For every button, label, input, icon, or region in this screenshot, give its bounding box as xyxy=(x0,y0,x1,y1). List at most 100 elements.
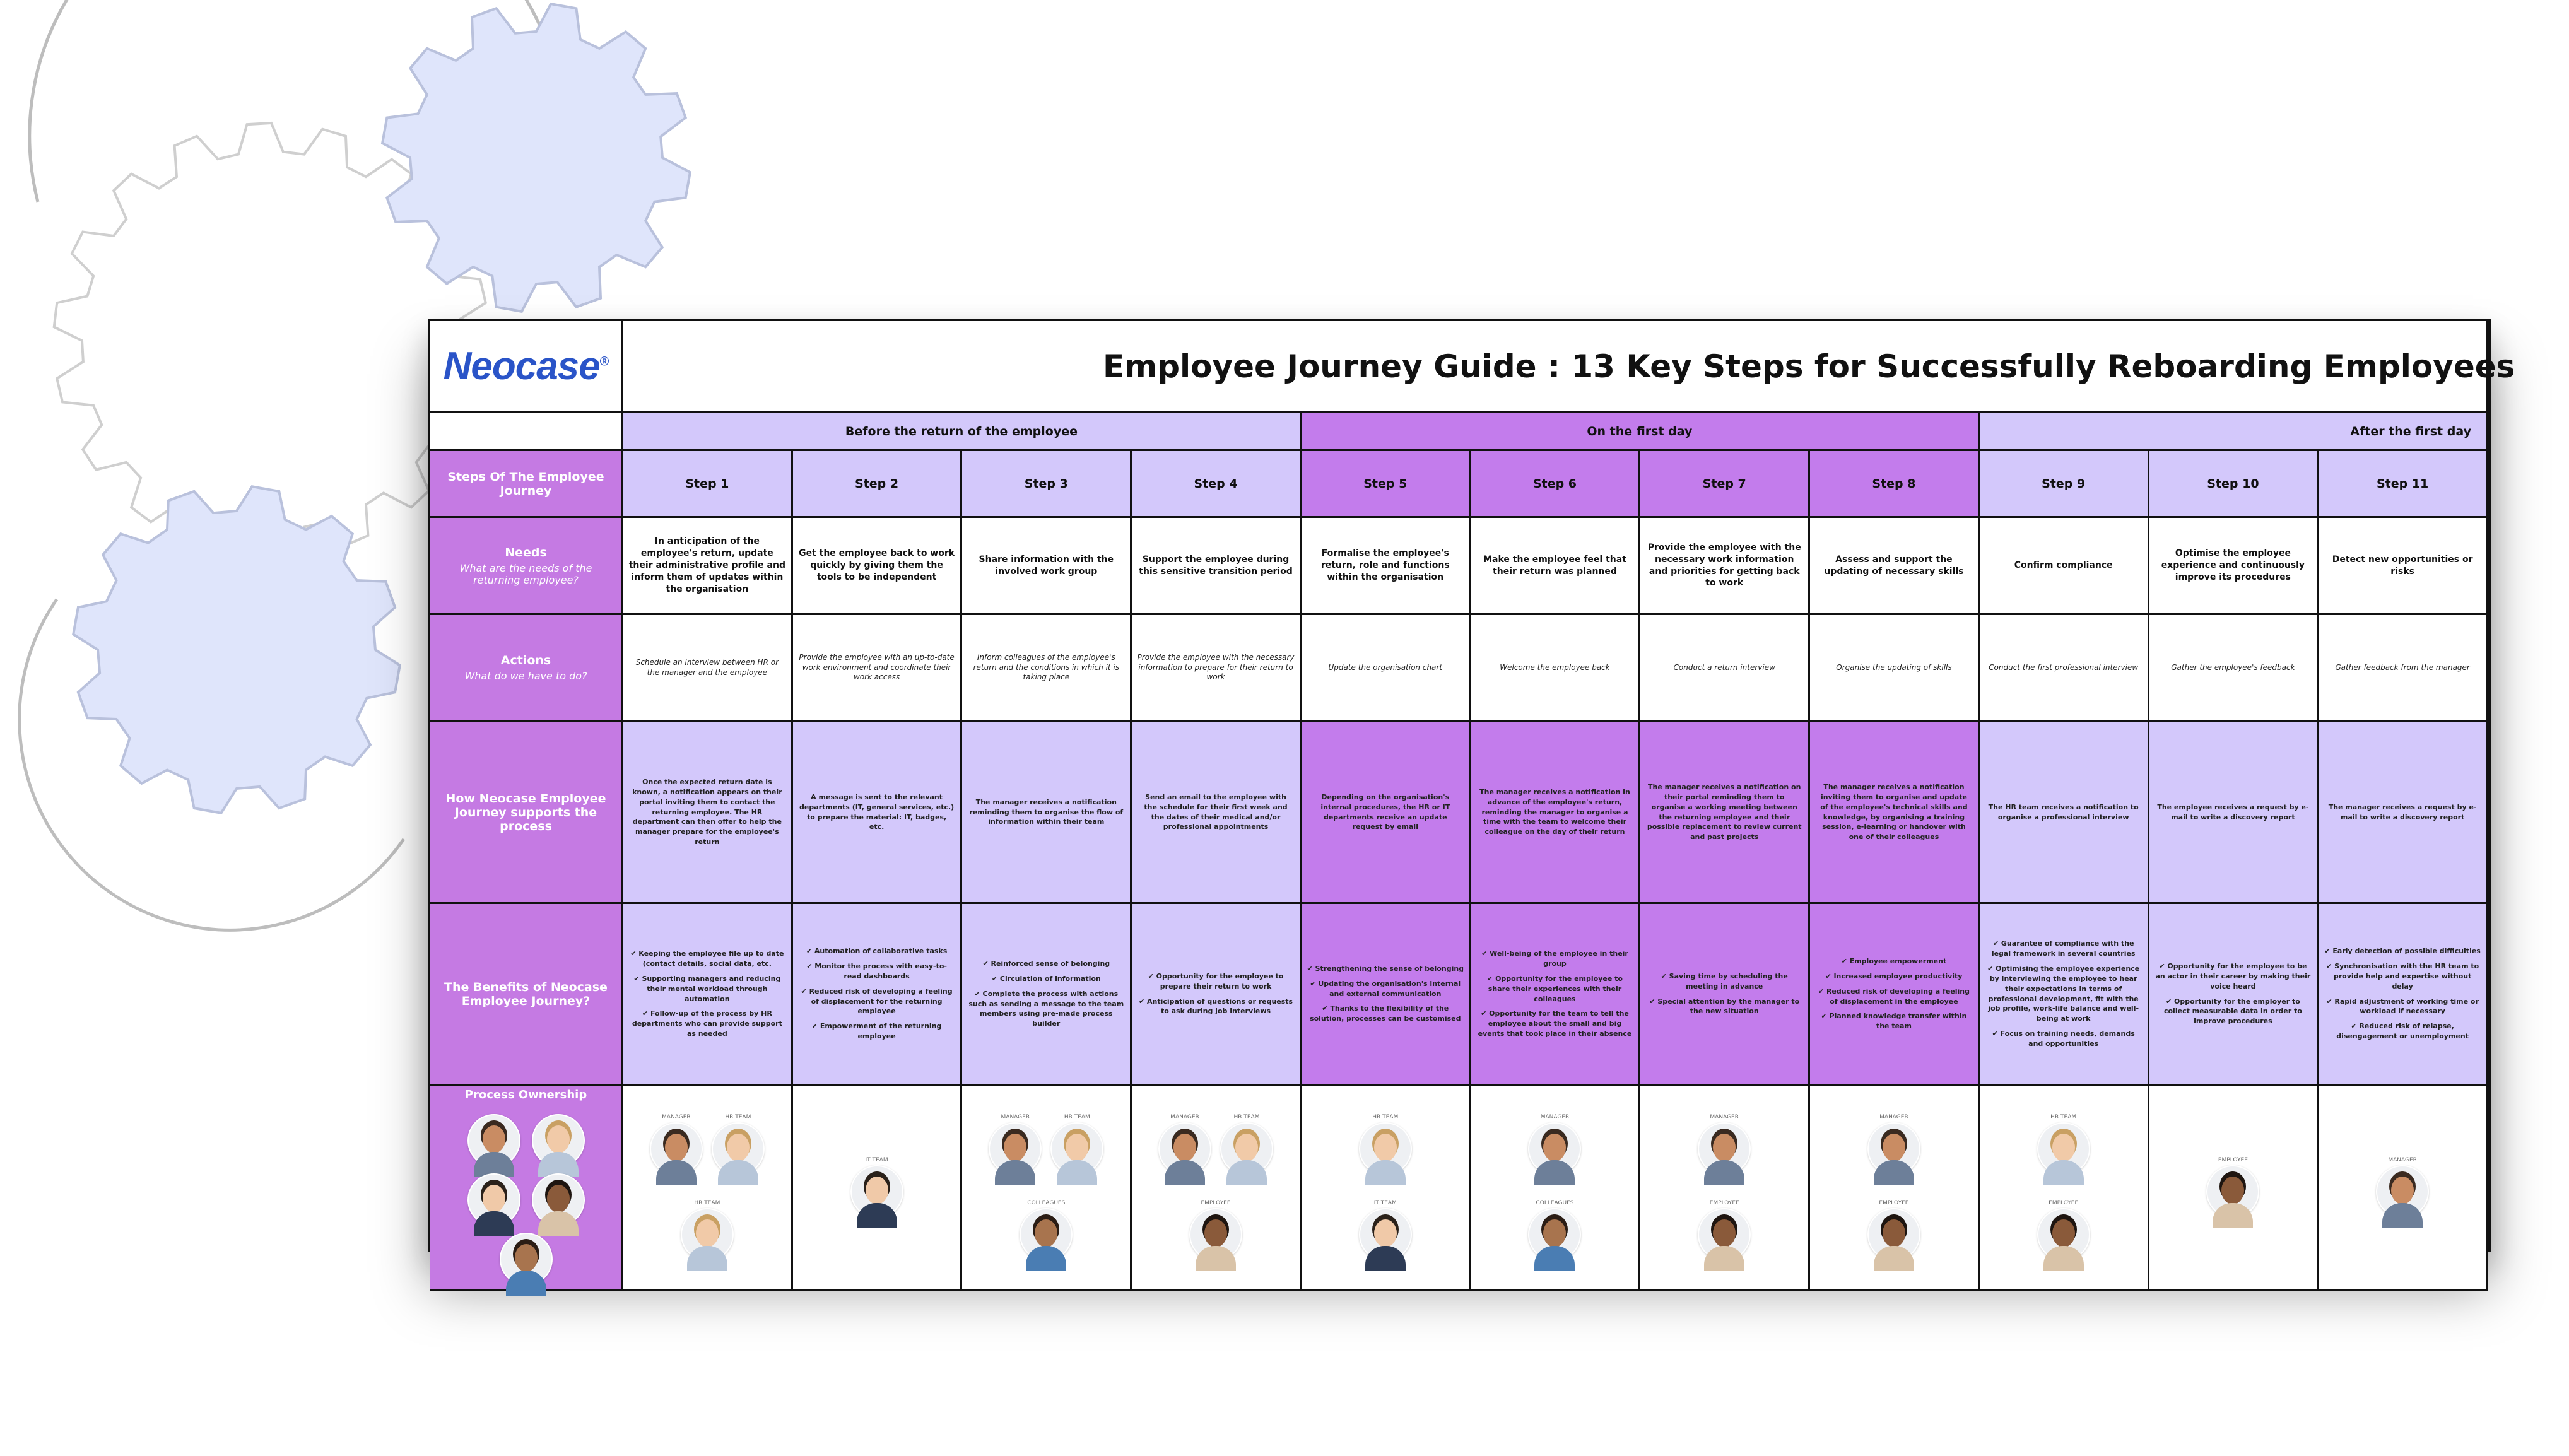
benefits-list: Reinforced sense of belongingCirculation… xyxy=(967,954,1125,1035)
step-benefits: Early detection of possible difficulties… xyxy=(2319,904,2488,1086)
benefit-item: Reduced risk of developing a feeling of … xyxy=(798,987,956,1017)
benefit-item: Keeping the employee file up to date (co… xyxy=(628,949,786,969)
step-owners: MANAGER xyxy=(2319,1086,2488,1291)
action-text: Welcome the employee back xyxy=(1500,662,1610,672)
step-need: Share information with the involved work… xyxy=(962,518,1132,615)
benefit-item: Saving time by scheduling the meeting in… xyxy=(1645,972,1803,992)
phase-label: After the first day xyxy=(2350,424,2471,438)
action-text: Gather feedback from the manager xyxy=(2335,662,2470,672)
avatar-photo xyxy=(1867,1208,1920,1271)
step-benefits: Keeping the employee file up to date (co… xyxy=(623,904,793,1086)
action-text: Conduct a return interview xyxy=(1673,662,1775,672)
benefits-list: Employee empowermentIncreased employee p… xyxy=(1815,951,1973,1037)
phase-header: On the first day xyxy=(1301,413,1980,451)
owner-avatar-hr-team: HR TEAM xyxy=(2037,1114,2090,1185)
owner-row: MANAGER HR TEAM xyxy=(649,1114,765,1185)
benefit-item: Thanks to the flexibility of the solutio… xyxy=(1307,1004,1464,1024)
owner-avatar-manager: MANAGER xyxy=(1528,1114,1582,1185)
owner-role-label: HR TEAM xyxy=(2050,1114,2077,1120)
avatar-photo xyxy=(1698,1122,1751,1185)
step-label: Step 9 xyxy=(2042,476,2086,491)
step-how: The manager receives a notification invi… xyxy=(1810,722,1980,904)
owner-avatar-colleagues xyxy=(499,1233,553,1296)
owner-avatar-manager: MANAGER xyxy=(1867,1114,1920,1185)
owner-avatar-employee: EMPLOYEE xyxy=(2037,1200,2090,1271)
how-text: The manager receives a notification remi… xyxy=(969,797,1124,826)
avatar-photo xyxy=(2037,1122,2090,1185)
step-need: Optimise the employee experience and con… xyxy=(2149,518,2319,615)
owner-role-label: EMPLOYEE xyxy=(2049,1200,2079,1206)
benefit-item: Well-being of the employee in their grou… xyxy=(1476,949,1634,969)
owner-role-label: MANAGER xyxy=(1540,1114,1570,1120)
owner-role-label: IT TEAM xyxy=(865,1157,888,1163)
benefit-item: Complete the process with actions such a… xyxy=(967,989,1125,1030)
step-action: Conduct a return interview xyxy=(1640,615,1811,722)
step-header: Step 11 xyxy=(2319,451,2488,518)
avatar-photo xyxy=(649,1122,703,1185)
step-label: Step 4 xyxy=(1194,476,1238,491)
how-text: Once the expected return date is known, … xyxy=(632,777,782,847)
need-text: Detect new opportunities or risks xyxy=(2332,554,2473,577)
benefit-item: Opportunity for the employee to be an ac… xyxy=(2155,961,2312,992)
benefit-item: Optimising the employee experience by in… xyxy=(1985,964,2143,1024)
action-text: Update the organisation chart xyxy=(1328,662,1443,672)
step-how: Once the expected return date is known, … xyxy=(623,722,793,904)
benefit-item: Reinforced sense of belonging xyxy=(967,959,1125,969)
owner-role-label: HR TEAM xyxy=(1372,1114,1399,1120)
step-header: Step 5 xyxy=(1301,451,1471,518)
gear-outline-large-icon xyxy=(52,121,490,560)
owner-row: MANAGER xyxy=(1867,1114,1920,1185)
owner-row: EMPLOYEE xyxy=(2037,1200,2090,1271)
benefits-list: Opportunity for the employee to prepare … xyxy=(1137,966,1295,1022)
step-how: A message is sent to the relevant depart… xyxy=(792,722,963,904)
step-owners: HR TEAM EMPLOYEE xyxy=(1979,1086,2149,1291)
benefits-list: Keeping the employee file up to date (co… xyxy=(628,944,786,1045)
owner-row: IT TEAM xyxy=(1358,1200,1412,1271)
step-owners: MANAGER EMPLOYEE xyxy=(1810,1086,1980,1291)
step-owners: IT TEAM xyxy=(792,1086,963,1291)
benefit-item: Rapid adjustment of working time or work… xyxy=(2324,997,2481,1017)
row-label-how: How Neocase Employee Journey supports th… xyxy=(430,722,623,904)
avatar-photo xyxy=(467,1173,520,1236)
owner-role-label: EMPLOYEE xyxy=(1879,1200,1909,1206)
owner-role-label: HR TEAM xyxy=(1233,1114,1260,1120)
step-benefits: Reinforced sense of belongingCirculation… xyxy=(962,904,1132,1086)
owner-avatar-employee: EMPLOYEE xyxy=(1698,1200,1751,1271)
step-owners: MANAGER HR TEAM EMPLOYEE xyxy=(1132,1086,1302,1291)
owner-avatar-hr-team xyxy=(531,1114,585,1177)
phase-header: After the first day xyxy=(1979,413,2488,451)
step-need: Confirm compliance xyxy=(1979,518,2149,615)
need-text: In anticipation of the employee's return… xyxy=(628,536,785,594)
phase-label: Before the return of the employee xyxy=(845,424,1078,438)
owner-row: MANAGER xyxy=(1528,1114,1582,1185)
owner-avatar-employee: EMPLOYEE xyxy=(1189,1200,1243,1271)
owner-row: HR TEAM xyxy=(2037,1114,2090,1185)
action-text: Gather the employee's feedback xyxy=(2171,662,2295,672)
row-label-benefits-title: The Benefits of Neocase Employee Journey… xyxy=(444,980,608,1008)
step-need: In anticipation of the employee's return… xyxy=(623,518,793,615)
avatar-photo xyxy=(1050,1122,1104,1185)
benefit-item: Follow-up of the process by HR departmen… xyxy=(628,1009,786,1039)
owner-role-label: MANAGER xyxy=(662,1114,691,1120)
avatar-photo xyxy=(850,1165,903,1228)
benefit-item: Special attention by the manager to the … xyxy=(1645,997,1803,1017)
avatar-photo xyxy=(1528,1122,1582,1185)
row-label-steps: Steps Of The Employee Journey xyxy=(430,451,623,518)
how-text: Depending on the organisation's internal… xyxy=(1320,792,1450,831)
how-text: The manager receives a notification invi… xyxy=(1820,782,1968,842)
owner-role-label: MANAGER xyxy=(1170,1114,1199,1120)
gear-blue-top-icon xyxy=(380,2,692,314)
owner-role-label: HR TEAM xyxy=(725,1114,751,1120)
step-benefits: Opportunity for the employee to be an ac… xyxy=(2149,904,2319,1086)
how-text: Send an email to the employee with the s… xyxy=(1144,792,1288,831)
step-how: Depending on the organisation's internal… xyxy=(1301,722,1471,904)
step-label: Step 7 xyxy=(1702,476,1746,491)
avatar-photo xyxy=(467,1114,520,1177)
step-header: Step 6 xyxy=(1471,451,1641,518)
owner-role-label: COLLEAGUES xyxy=(1027,1200,1066,1206)
owner-role-label: EMPLOYEE xyxy=(1709,1200,1739,1206)
avatar-photo xyxy=(1158,1122,1212,1185)
